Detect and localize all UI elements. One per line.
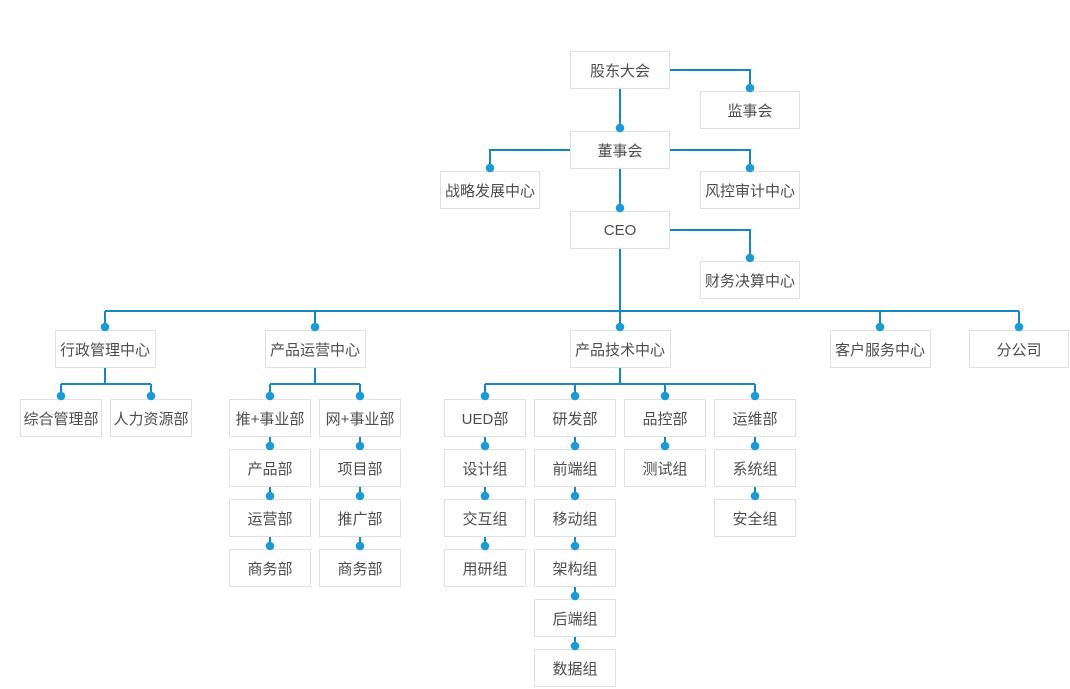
org-node-yanfa: 研发部 <box>534 399 616 437</box>
org-node-tuiguangbu: 推广部 <box>319 499 401 537</box>
org-node-zonghe: 综合管理部 <box>20 399 102 437</box>
org-node-ued: UED部 <box>444 399 526 437</box>
org-node-chanpinbu: 产品部 <box>229 449 311 487</box>
org-node-jianshihui: 监事会 <box>700 91 800 129</box>
org-node-anquanzu: 安全组 <box>714 499 796 537</box>
org-node-yongyanzu: 用研组 <box>444 549 526 587</box>
org-node-pinkong: 品控部 <box>624 399 706 437</box>
org-node-zhanlue: 战略发展中心 <box>440 171 540 209</box>
org-node-caiwu: 财务决算中心 <box>700 261 800 299</box>
org-node-fengongsi: 分公司 <box>969 330 1069 368</box>
org-node-qianduanzu: 前端组 <box>534 449 616 487</box>
org-node-shangwubu2: 商务部 <box>319 549 401 587</box>
org-node-fengkong: 风控审计中心 <box>700 171 800 209</box>
edge-dongshihui-fengkong <box>670 149 751 171</box>
org-node-jiagouzu: 架构组 <box>534 549 616 587</box>
org-node-xiangmubu: 项目部 <box>319 449 401 487</box>
org-node-chanpinjishu: 产品技术中心 <box>569 330 671 368</box>
org-node-dongshihui: 董事会 <box>570 131 670 169</box>
org-node-ceo: CEO <box>570 211 670 249</box>
org-node-shejizu: 设计组 <box>444 449 526 487</box>
org-node-xitongzu: 系统组 <box>714 449 796 487</box>
org-node-yunyingbu: 运营部 <box>229 499 311 537</box>
org-node-chanpinyunying: 产品运营中心 <box>264 330 366 368</box>
edge-gudonghui-jianshihui <box>670 69 751 91</box>
org-node-kehufuwu: 客户服务中心 <box>829 330 931 368</box>
org-node-xingzheng: 行政管理中心 <box>54 330 156 368</box>
edge-dongshihui-zhanlue <box>489 149 570 171</box>
org-node-yidongzu: 移动组 <box>534 499 616 537</box>
org-node-yunwei: 运维部 <box>714 399 796 437</box>
org-node-renli: 人力资源部 <box>110 399 192 437</box>
org-node-gudonghui: 股东大会 <box>570 51 670 89</box>
org-node-shujuzu: 数据组 <box>534 649 616 687</box>
org-node-houduanzu: 后端组 <box>534 599 616 637</box>
org-node-wangshiye: 网+事业部 <box>319 399 401 437</box>
org-node-jiaohuzu: 交互组 <box>444 499 526 537</box>
edge-ceo-caiwu <box>670 229 751 261</box>
org-node-shangwubu1: 商务部 <box>229 549 311 587</box>
org-node-tuishiye: 推+事业部 <box>229 399 311 437</box>
org-node-ceshizu: 测试组 <box>624 449 706 487</box>
